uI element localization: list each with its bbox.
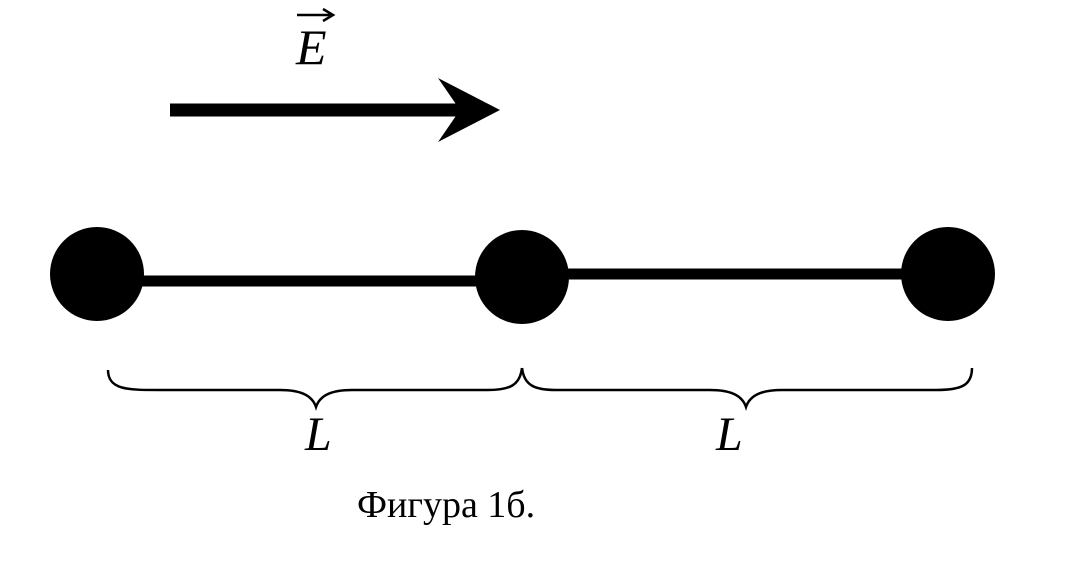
field-label: E — [295, 19, 327, 75]
vector-overarrow-icon — [297, 7, 336, 23]
figure-caption: Фигура 1б. — [357, 484, 535, 526]
ball-middle — [475, 230, 569, 324]
ball-left — [50, 227, 144, 321]
field-direction-arrow — [170, 78, 500, 142]
brace-left — [106, 367, 524, 411]
ball-right — [901, 227, 995, 321]
brace-right — [520, 367, 974, 411]
field-label-group: E — [295, 7, 336, 75]
segment-label-right: L — [715, 408, 743, 461]
segment-label-left: L — [304, 408, 332, 461]
